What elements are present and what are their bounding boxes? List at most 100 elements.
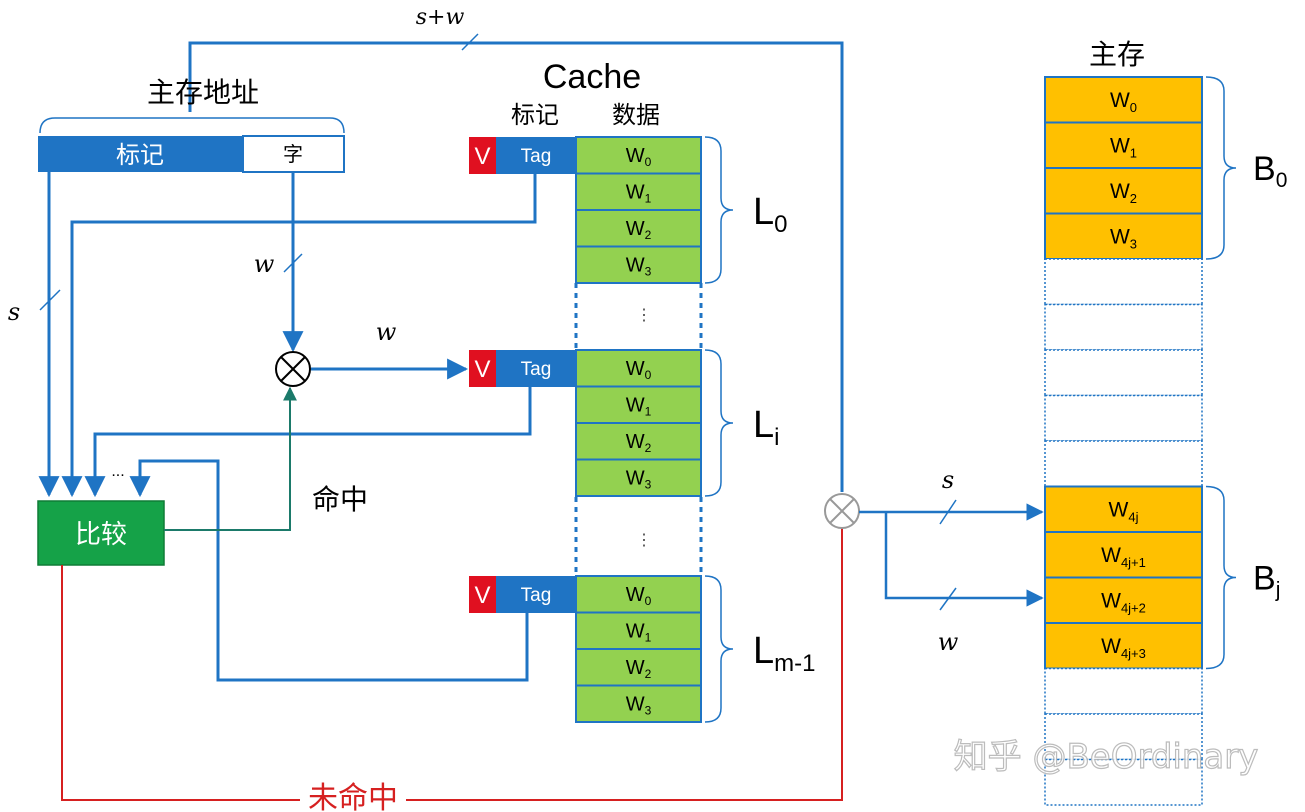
- memory-empty-cell: [1044, 667, 1203, 715]
- memory-title: 主存: [1089, 38, 1145, 71]
- cache-word-label: W2: [626, 431, 652, 455]
- cache-line-brace: [704, 575, 734, 723]
- valid-bit: [469, 137, 496, 174]
- memory-word-label: W0: [1110, 89, 1137, 115]
- cache-word-label: W1: [626, 182, 652, 206]
- cache-data-header: 数据: [612, 101, 660, 129]
- valid-bit-label: V: [474, 582, 490, 609]
- hit-label: 命中: [312, 483, 368, 516]
- memory-word-cell: [1044, 622, 1203, 670]
- valid-bit: [469, 576, 496, 613]
- memory-block-brace: [1205, 485, 1237, 670]
- cache-word-label: W1: [626, 621, 652, 645]
- address-tag-field: [38, 136, 243, 172]
- memory-empty-cell: [1044, 440, 1203, 488]
- memory-block-label: B0: [1253, 150, 1287, 192]
- cache-gap-ellipsis-2: ⋮: [636, 532, 652, 549]
- valid-bit-label: V: [474, 356, 490, 383]
- s-label-left: s: [8, 298, 20, 326]
- cache-word-label: W3: [626, 694, 652, 718]
- cache-word-cell: [575, 349, 702, 388]
- cache-dotted-gaps: [574, 283, 703, 576]
- tag-cell: [496, 137, 576, 174]
- s-plus-w-label: s+w: [416, 5, 465, 30]
- address-word-field: [242, 135, 345, 173]
- cache-word-label: W0: [626, 145, 652, 169]
- compare-box: [37, 500, 165, 566]
- compare-ellipsis: ...: [111, 463, 124, 480]
- cache-word-label: W3: [626, 255, 652, 279]
- cache-word-label: W1: [626, 395, 652, 419]
- tag-cell-label: Tag: [521, 585, 552, 606]
- cache-word-label: W0: [626, 358, 652, 382]
- cache-word-label: W3: [626, 468, 652, 492]
- memory-word-label: W4j+2: [1101, 590, 1146, 616]
- valid-bit-label: V: [474, 143, 490, 170]
- compare-label: 比较: [75, 520, 127, 550]
- cache-line-label: Lm-1: [753, 630, 815, 677]
- address-brace: [39, 117, 345, 134]
- w-label-address: w: [254, 250, 275, 278]
- memory-word-cell: [1044, 76, 1203, 124]
- cache-word-cell: [575, 172, 702, 211]
- cache-line-label: L0: [753, 191, 788, 238]
- memory-empty-cell: [1044, 303, 1203, 351]
- hit-path: [164, 386, 297, 531]
- cache-word-label: W2: [626, 218, 652, 242]
- cache-line-brace: [704, 136, 734, 284]
- w-label-memory: w: [938, 628, 959, 656]
- compare-wiring: [38, 172, 537, 682]
- tag-cell-label: Tag: [521, 146, 552, 167]
- memory-word-cell: [1044, 531, 1203, 579]
- cache-word-label: W0: [626, 584, 652, 608]
- tag-cell: [496, 576, 576, 613]
- w-label-cache: w: [376, 318, 397, 346]
- memory-word-cell: [1044, 576, 1203, 624]
- bus-width-ticks: [39, 253, 303, 311]
- memory-word-cell: [1044, 167, 1203, 215]
- cache-title: Cache: [543, 58, 641, 96]
- cache-word-cell: [575, 611, 702, 650]
- memory-block-label: Bj: [1253, 560, 1280, 602]
- memory-word-cell: [1044, 485, 1203, 533]
- memory-word-label: W2: [1110, 180, 1137, 206]
- address-title: 主存地址: [147, 76, 259, 109]
- memory-word-label: W4j+1: [1101, 544, 1146, 570]
- memory-empty-cell: [1044, 758, 1203, 806]
- cache-word-cell: [575, 575, 702, 614]
- tag-cell: [496, 350, 576, 387]
- cache-word-cell: [575, 245, 702, 284]
- memory-empty-cell: [1044, 258, 1203, 306]
- cache-line-brace: [704, 349, 734, 497]
- memory-word-label: W1: [1110, 135, 1137, 161]
- tag-cell-label: Tag: [521, 359, 552, 380]
- cache-word-cell: [575, 385, 702, 424]
- address-tag-label: 标记: [116, 141, 164, 169]
- miss-path: [61, 527, 843, 801]
- cache-word-cell: [575, 684, 702, 723]
- s-label-memory: s: [942, 466, 954, 494]
- memory-word-cell: [1044, 212, 1203, 260]
- word-select-mux: [275, 351, 311, 387]
- cache-tag-header: 标记: [511, 101, 559, 129]
- memory-word-cell: [1044, 121, 1203, 169]
- memory-word-label: W4j: [1109, 499, 1139, 525]
- memory-empty-cell: [1044, 349, 1203, 397]
- memory-address-wiring: [859, 499, 1044, 611]
- cache-gap-ellipsis-1: ⋮: [636, 307, 652, 324]
- memory-select-mux: [824, 493, 860, 529]
- miss-label: 未命中: [308, 781, 398, 812]
- cache-line-label: Li: [753, 404, 779, 451]
- watermark: 知乎 @BeOrdinary: [954, 737, 1259, 777]
- cache-word-cell: [575, 209, 702, 248]
- address-word-label: 字: [283, 142, 303, 166]
- memory-word-label: W3: [1110, 226, 1137, 252]
- memory-block-brace: [1205, 76, 1237, 260]
- cache-word-cell: [575, 458, 702, 497]
